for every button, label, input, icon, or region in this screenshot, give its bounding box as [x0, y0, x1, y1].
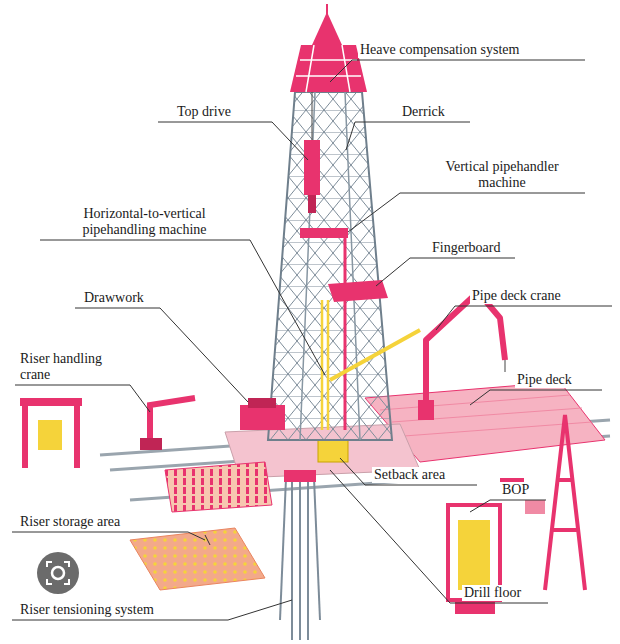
part-label: Pipe deck crane: [470, 288, 563, 304]
part-label: Drill floor: [462, 585, 523, 601]
part-label: Setback area: [372, 467, 447, 483]
part-label: Pipe deck: [515, 372, 574, 388]
part-label: Horizontal-to-vertical pipehandling mach…: [55, 206, 234, 238]
part-label: BOP: [500, 482, 531, 498]
part-label: Top drive: [175, 104, 233, 120]
part-label: Riser storage area: [18, 514, 122, 530]
part-label: Drawwork: [82, 290, 146, 306]
part-label: Riser handling crane: [18, 351, 122, 383]
part-label: Fingerboard: [430, 240, 502, 256]
part-label: Heave compensation system: [358, 42, 521, 58]
part-label: Derrick: [400, 104, 447, 120]
part-label: Riser tensioning system: [18, 602, 156, 618]
part-label: Vertical pipehandler machine: [430, 159, 574, 191]
